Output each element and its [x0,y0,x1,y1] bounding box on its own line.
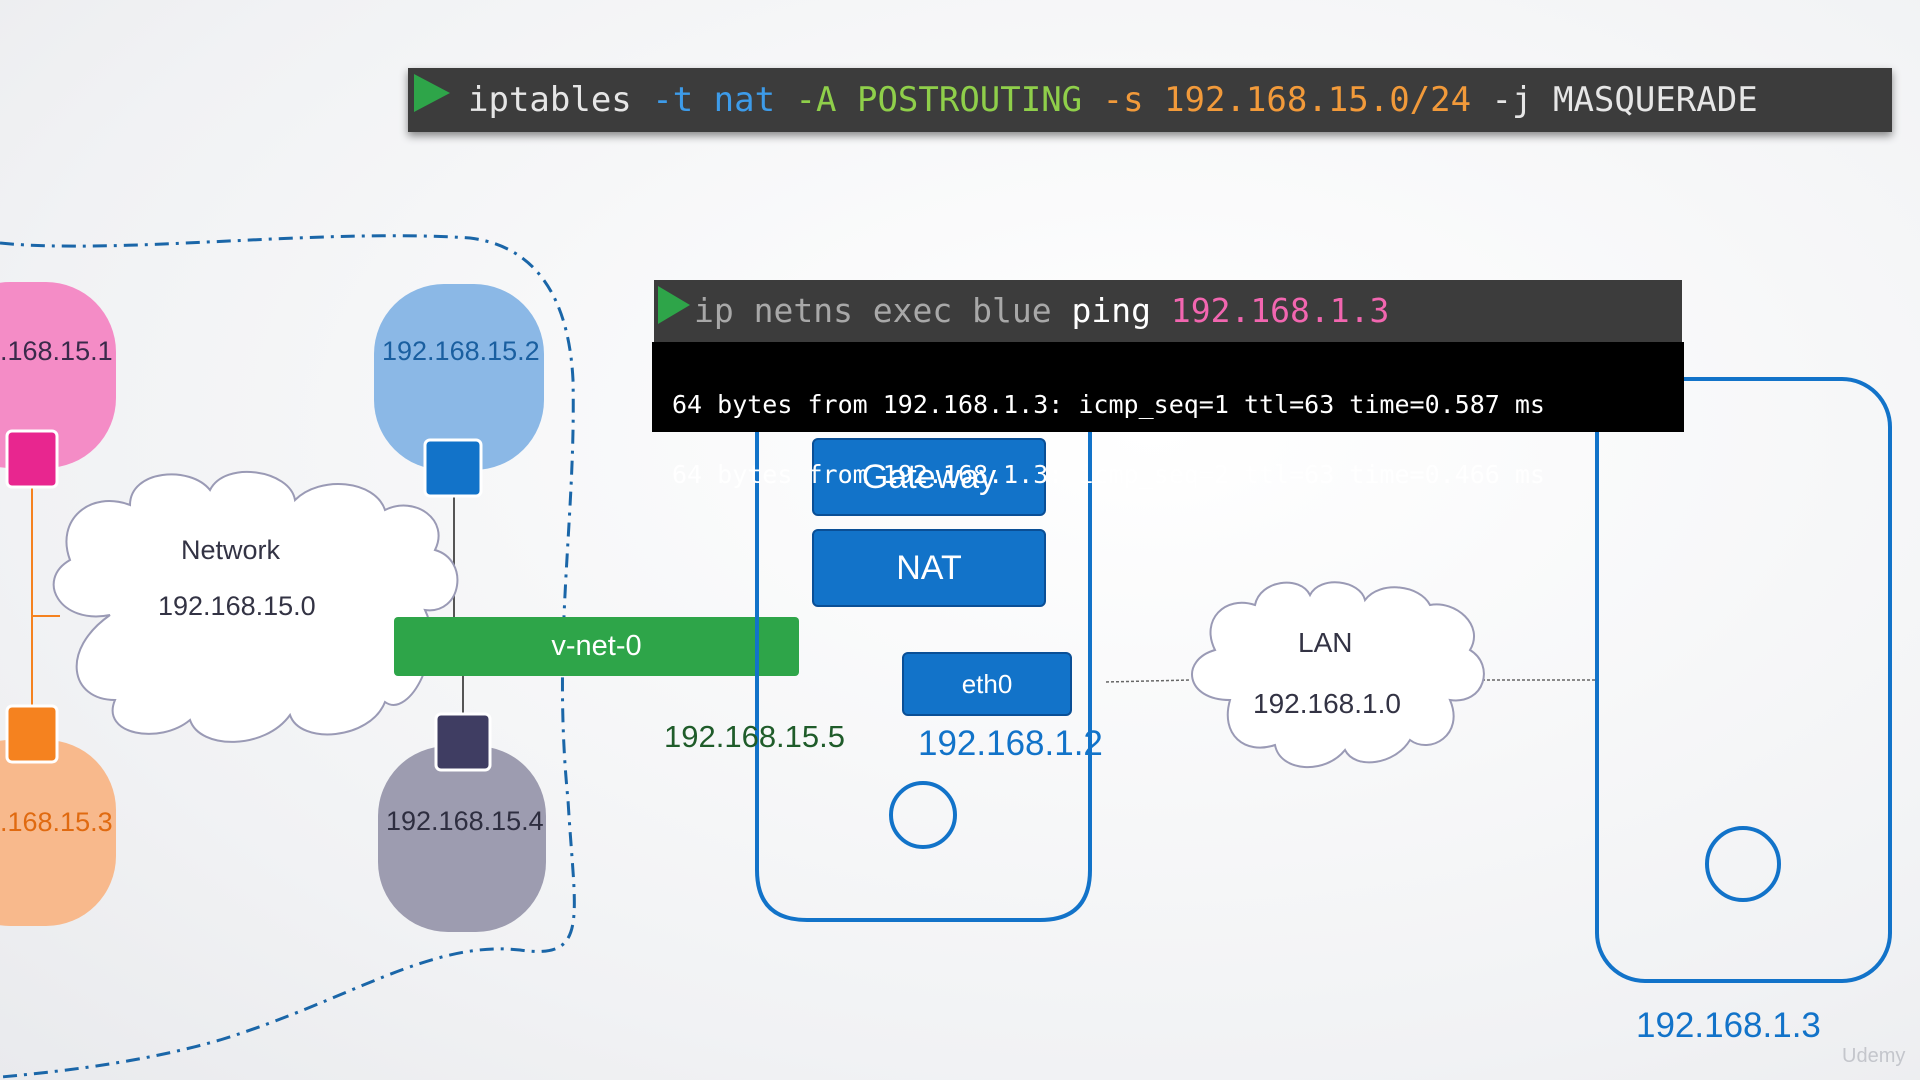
nat-box: NAT [812,529,1046,607]
output-line: 64 bytes from 192.168.1.3: icmp_seq=1 tt… [672,390,1545,419]
namespace-blob-1 [0,282,116,468]
command-token: -s [1102,80,1165,120]
namespace-ip-1: .168.15.1 [0,336,113,366]
prompt-arrow-icon [414,74,450,112]
lan-cloud-shape [1191,581,1485,769]
namespace-port-4 [434,712,492,772]
namespace-ip-3: .168.15.3 [0,807,113,837]
namespace-ip-4: 192.168.15.4 [386,806,544,836]
namespace-ip-2: 192.168.15.2 [382,336,540,366]
prompt-arrow-icon [658,286,690,324]
command-token: 192.168.1.3 [1170,291,1390,330]
host-box [755,420,1092,922]
command-token: 192.168.15.0/24 [1164,80,1492,120]
link-eth0-lan [1105,679,1191,683]
command-token: iptables [468,80,653,120]
namespace-blob-4 [378,746,546,932]
namespace-port-2 [423,438,483,498]
output-line: 64 bytes from 192.168.1.3: icmp_seq=2 tt… [672,460,1545,489]
bridge-bar [394,617,799,676]
lan-cloud-address: 192.168.1.0 [1253,688,1401,719]
udemy-watermark: Udemy [1842,1045,1906,1067]
command-token: -t [652,80,714,120]
command-token: nat [713,80,796,120]
bridge-ip: 192.168.15.5 [664,719,846,754]
terminal-command-iptables: iptables -t nat -A POSTROUTING -s 192.16… [408,68,1892,132]
namespace-boundary [0,234,576,1079]
network-cloud-title: Network [181,535,281,565]
gateway-box: Gateway [812,438,1046,516]
namespace-blob-3 [0,740,116,926]
command-token: -A [795,80,857,120]
namespace-port-1 [5,429,59,489]
command-token: -j [1491,80,1553,120]
namespace-port-3 [5,704,59,764]
terminal-command-ping: ip netns exec blue ping 192.168.1.3 [654,280,1682,342]
bridge-label: v-net-0 [551,630,642,662]
host-node-icon [889,781,957,849]
eth0-interface: eth0 [902,652,1072,716]
command-text: iptables -t nat -A POSTROUTING -s 192.16… [468,68,1758,132]
network-cloud-shape [52,470,459,743]
remote-host-node-icon [1705,826,1781,902]
remote-host-ip: 192.168.1.3 [1636,1006,1821,1045]
terminal-output: 64 bytes from 192.168.1.3: icmp_seq=1 tt… [652,342,1684,489]
lan-cloud-title: LAN [1298,627,1353,658]
eth0-ip: 192.168.1.2 [918,724,1103,763]
command-token: ip netns exec blue [694,291,1072,330]
remote-host-box [1595,377,1892,983]
command-token: MASQUERADE [1552,80,1758,120]
network-cloud-address: 192.168.15.0 [158,591,316,621]
namespace-blob-2 [374,284,544,470]
command-token: ping [1071,291,1171,330]
command-text: ip netns exec blue ping 192.168.1.3 [694,280,1389,342]
command-token: POSTROUTING [856,80,1103,120]
